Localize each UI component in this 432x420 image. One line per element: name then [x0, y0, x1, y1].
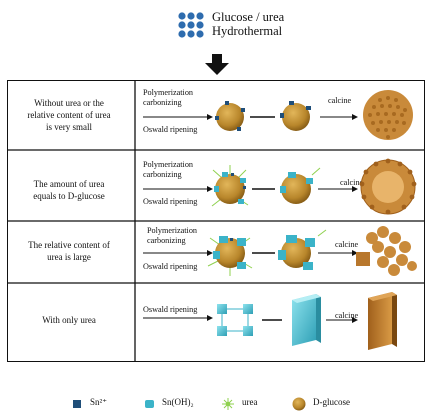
row-3-sphere-1 — [207, 236, 253, 276]
row-3-calcine-label: calcine — [335, 240, 359, 249]
row-1-sphere-2 — [280, 101, 311, 131]
legend-sn2-icon — [73, 400, 81, 408]
legend-label-sn2: Sn²⁺ — [90, 397, 107, 407]
row-1-product-sphere — [363, 90, 413, 140]
row-4-process-top: Oswald ripening — [143, 305, 198, 314]
row-4-calcine-label: calcine — [335, 311, 359, 320]
row-1-calcine-label: calcine — [328, 96, 352, 105]
row-4-cube-sheet — [292, 294, 321, 346]
row-1-condition: Without urea or the relative content of … — [27, 98, 111, 132]
row-3-process-bottom: Oswald ripening — [143, 262, 198, 271]
legend-urea-icon — [222, 398, 234, 410]
row-3-sphere-2 — [278, 229, 327, 270]
row-4-condition: With only urea — [42, 315, 96, 325]
row-2-arrow-2 — [318, 186, 358, 192]
legend-label-urea: urea — [242, 397, 258, 407]
row-2-sphere-2 — [280, 167, 321, 204]
row-2-condition: The amount of urea equals to D-glucose — [33, 179, 105, 201]
row-3-condition: The relative content of urea is large — [28, 240, 110, 262]
down-arrow-icon — [205, 54, 229, 75]
row-2-arrow-1 — [143, 186, 213, 192]
row-4-arrow-2 — [326, 317, 358, 323]
row-4-arrow-1 — [143, 315, 213, 321]
row-1-arrow-2 — [320, 114, 358, 120]
legend-snoh2-icon — [145, 400, 154, 408]
legend-glucose-icon — [292, 397, 306, 411]
row-1-process-bottom: Oswald ripening — [143, 125, 198, 134]
row-3-arrow-1 — [143, 250, 213, 256]
row-1-arrow-1 — [143, 114, 213, 120]
legend-label-glucose: D-glucose — [313, 397, 350, 407]
header-line-1: Glucose / urea — [212, 10, 285, 24]
row-2-process-bottom: Oswald ripening — [143, 197, 198, 206]
legend-label-snoh2: Sn(OH)₂ — [162, 397, 194, 407]
header-line-2: Hydrothermal — [212, 24, 283, 38]
row-3-arrow-2 — [318, 250, 358, 256]
process-table-frame — [7, 80, 425, 362]
row-2-sphere-1 — [211, 165, 249, 207]
glucose-urea-dots-icon — [178, 12, 204, 38]
row-2-product-hollow-sphere — [359, 158, 417, 215]
row-2-calcine-label: calcine — [340, 178, 364, 187]
row-1-sphere-1 — [215, 101, 245, 131]
row-3-product-particles — [356, 226, 417, 276]
row-4-product-block — [368, 292, 397, 350]
header-title: Glucose / urea Hydrothermal — [212, 10, 284, 38]
row-4-cube-cluster — [217, 304, 253, 336]
